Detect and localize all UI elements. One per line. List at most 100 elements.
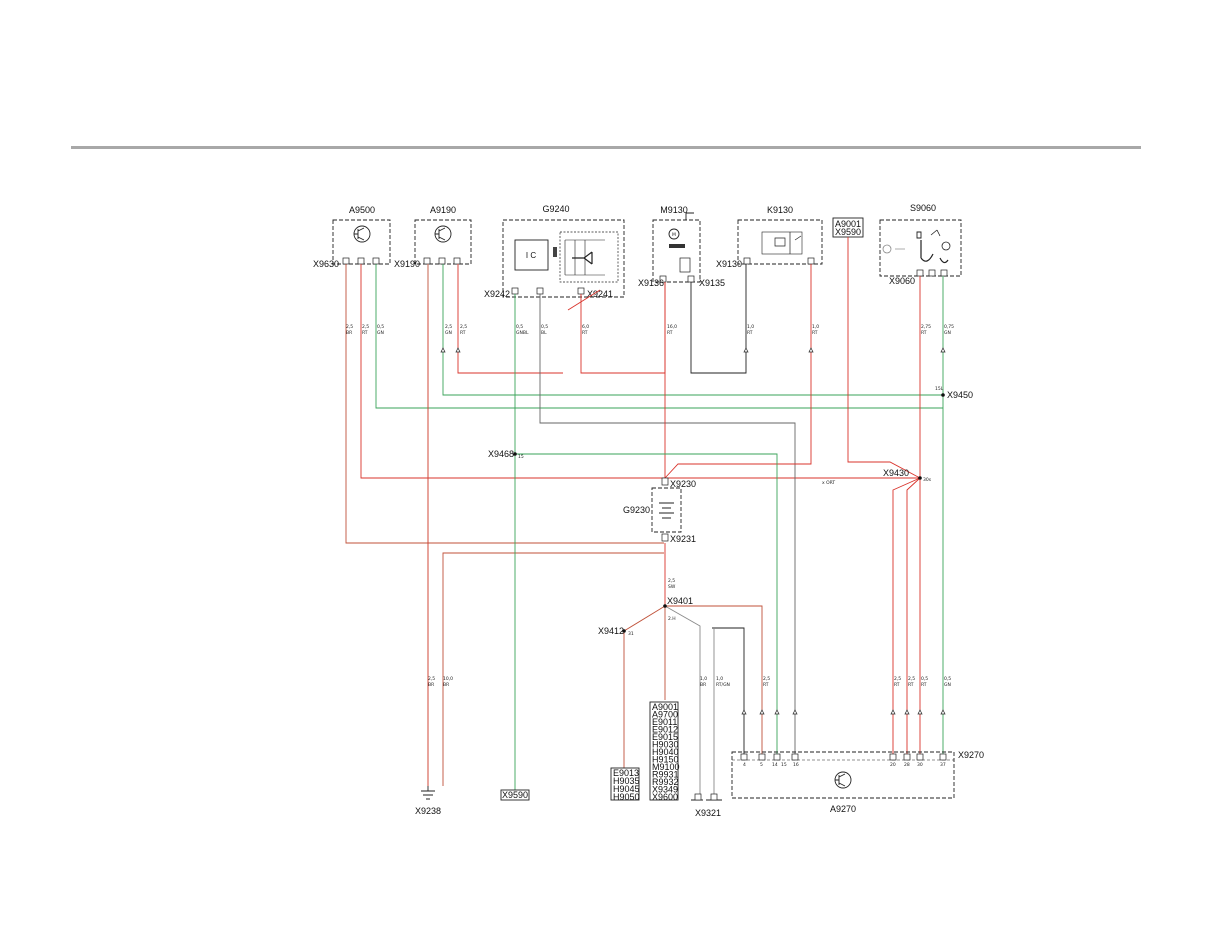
svg-text:2,5: 2,5 (445, 324, 452, 330)
lock-icon (916, 231, 922, 239)
svg-text:M9100: M9100 (652, 762, 680, 772)
ground-x9238: X9238 (415, 786, 441, 816)
svg-text:2,5: 2,5 (362, 324, 369, 330)
header-rule (71, 146, 1141, 149)
component-a9270: 4 5 14 15 16 20 28 30 37 X9270 A9270 (731, 750, 984, 814)
connector-x9242: X9242 (484, 289, 510, 299)
svg-text:1,0: 1,0 (812, 324, 819, 330)
svg-text:BR: BR (346, 330, 352, 336)
svg-text:E9012: E9012 (652, 725, 678, 735)
svg-text:M: M (672, 232, 676, 238)
svg-text:BL: BL (541, 330, 547, 336)
svg-text:2,5: 2,5 (763, 676, 770, 682)
junction-x9430: X9430 (883, 468, 909, 478)
svg-text:H9045: H9045 (613, 784, 640, 794)
junction-x9450: X9450 (947, 390, 973, 400)
component-a9190: A9190 (414, 205, 472, 265)
svg-text:1,0: 1,0 (716, 676, 723, 682)
connector-x9270: X9270 (958, 750, 984, 760)
svg-text:X9590: X9590 (835, 227, 861, 237)
connector-x9230: X9230 (670, 479, 696, 489)
svg-text:RT: RT (894, 682, 900, 688)
svg-text:2,5: 2,5 (908, 676, 915, 682)
svg-text:RT: RT (460, 330, 466, 336)
svg-text:X9600: X9600 (652, 792, 678, 802)
label-s9060: S9060 (910, 203, 936, 213)
component-s9060: S9060 (879, 203, 962, 277)
svg-text:H9050: H9050 (613, 792, 640, 802)
svg-text:x ORT: x ORT (822, 480, 835, 486)
component-k9130: K9130 (737, 205, 823, 265)
svg-text:10,0: 10,0 (443, 676, 453, 682)
label-g9230: G9230 (623, 505, 650, 515)
relay-coil-icon (774, 232, 802, 254)
svg-text:GN: GN (377, 330, 384, 336)
svg-text:SW: SW (668, 584, 676, 590)
svg-text:RT/GN: RT/GN (716, 682, 730, 688)
svg-text:16,0: 16,0 (667, 324, 677, 330)
reference-x9590: X9590 (500, 789, 530, 801)
svg-text:0,5: 0,5 (516, 324, 523, 330)
svg-text:A9001: A9001 (835, 219, 861, 229)
svg-text:X9590: X9590 (502, 790, 528, 800)
svg-text:RT: RT (763, 682, 769, 688)
svg-text:31: 31 (628, 631, 634, 637)
reference-a9001-x9590: A9001 X9590 (832, 217, 864, 238)
arrow-markers (440, 347, 946, 715)
gear-icon (941, 241, 951, 251)
junction-x9412: X9412 (598, 626, 624, 636)
svg-text:GN: GN (944, 682, 951, 688)
svg-text:0,5: 0,5 (541, 324, 548, 330)
svg-text:R9931: R9931 (652, 770, 679, 780)
svg-text:1,0: 1,0 (700, 676, 707, 682)
connector-x9130: X9130 (716, 259, 742, 269)
diode-bridge-icon (572, 251, 593, 265)
svg-text:E9015: E9015 (652, 732, 678, 742)
svg-text:15: 15 (781, 762, 787, 768)
svg-text:16: 16 (793, 762, 799, 768)
label-m9130: M9130 (660, 205, 688, 215)
connector-x9630: X9630 (313, 259, 339, 269)
reference-list-e9013: E9013 H9035 H9045 H9050 (610, 767, 640, 802)
svg-text:BR: BR (428, 682, 434, 688)
svg-text:BR: BR (443, 682, 449, 688)
svg-text:2,5: 2,5 (460, 324, 467, 330)
svg-text:RT: RT (667, 330, 673, 336)
connector-block-x9321: X9321 (691, 793, 722, 818)
junctions (513, 393, 945, 633)
transistor-icon (435, 227, 446, 241)
label-g9240: G9240 (542, 204, 569, 214)
svg-text:5: 5 (760, 762, 763, 768)
label-a9270: A9270 (830, 804, 856, 814)
svg-text:RT: RT (362, 330, 368, 336)
svg-text:BR: BR (700, 682, 706, 688)
key-icon (930, 229, 941, 237)
label-a9500: A9500 (349, 205, 375, 215)
svg-text:2,5: 2,5 (894, 676, 901, 682)
connector-x9136: X9136 (638, 278, 664, 288)
transistor-icon (835, 773, 846, 787)
svg-text:2.H: 2.H (668, 616, 676, 622)
svg-text:RT: RT (582, 330, 588, 336)
svg-text:R9932: R9932 (652, 777, 679, 787)
transistor-icon (354, 227, 365, 241)
svg-text:H9030: H9030 (652, 740, 679, 750)
pin-rows (342, 257, 948, 295)
svg-text:15: 15 (518, 454, 524, 460)
svg-text:A9001: A9001 (652, 702, 678, 712)
svg-text:0,75: 0,75 (944, 324, 954, 330)
connector-x9238: X9238 (415, 806, 441, 816)
svg-text:30s: 30s (923, 477, 932, 483)
connector-x9060: X9060 (889, 276, 915, 286)
wires (345, 237, 944, 795)
junction-x9468: X9468 (488, 449, 514, 459)
svg-text:A9700: A9700 (652, 710, 678, 720)
svg-text:28: 28 (904, 762, 910, 768)
svg-text:X9349: X9349 (652, 785, 678, 795)
connector-x9321: X9321 (695, 808, 721, 818)
svg-text:RT: RT (921, 330, 927, 336)
connector-x9231: X9231 (670, 534, 696, 544)
svg-text:GN: GN (944, 330, 951, 336)
battery-icon (659, 502, 674, 519)
